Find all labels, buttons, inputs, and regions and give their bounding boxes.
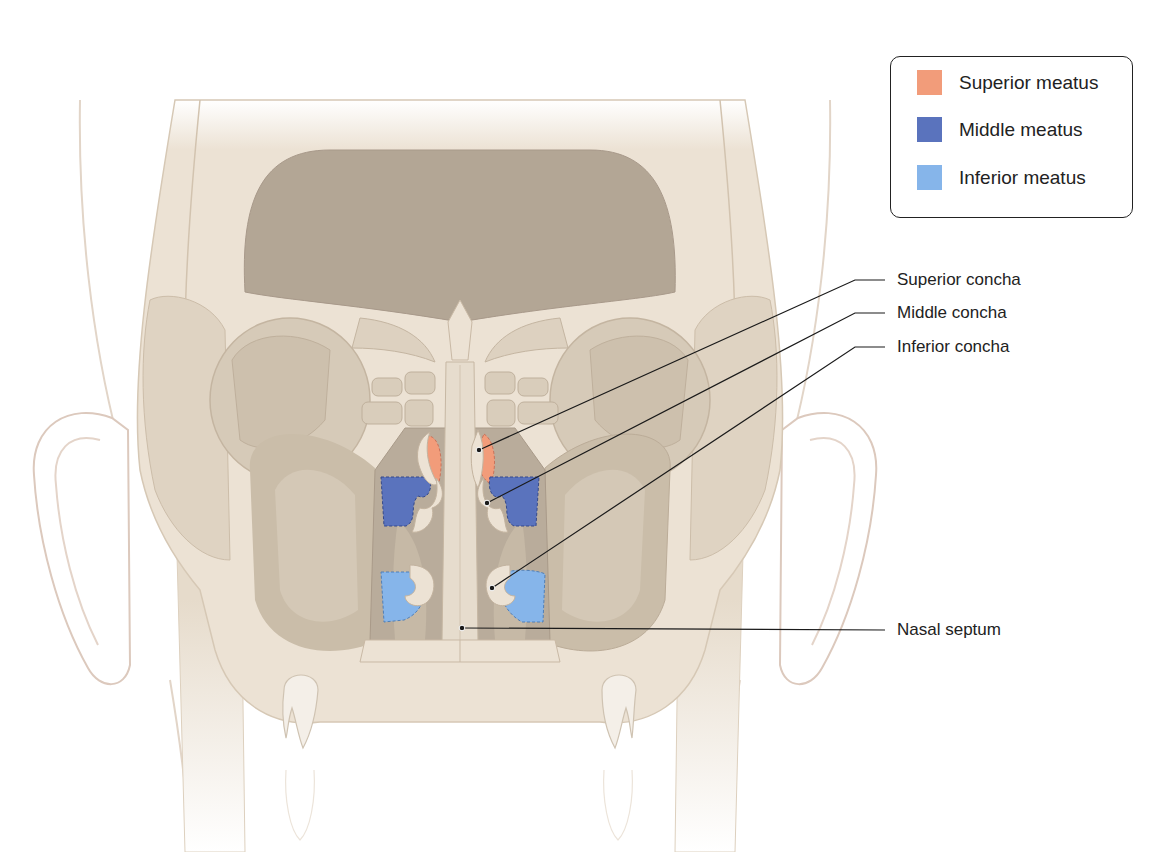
middle-concha-right xyxy=(478,478,508,532)
legend-box: Superior meatusMiddle meatusInferior mea… xyxy=(890,56,1133,218)
part-label: Middle concha xyxy=(897,303,1007,323)
legend-text: Superior meatus xyxy=(959,70,1098,95)
middle-concha-left xyxy=(412,478,442,532)
orbit-content-left xyxy=(232,336,330,448)
lower-teeth-faded xyxy=(286,770,633,840)
legend-text: Middle meatus xyxy=(959,117,1083,142)
ethmoid-cell xyxy=(362,402,402,424)
part-label: Inferior concha xyxy=(897,337,1009,357)
ethmoid-cell xyxy=(485,372,515,394)
sphenoid-wing-right xyxy=(485,318,568,362)
conchae xyxy=(405,430,515,606)
ethmoid-cell xyxy=(405,400,433,426)
part-label: Superior concha xyxy=(897,270,1021,290)
leader-dots xyxy=(459,447,495,631)
ear-left xyxy=(34,413,130,684)
upper-molar-right xyxy=(602,675,636,748)
lower-molar-left xyxy=(286,770,315,840)
inferior-concha-left xyxy=(405,565,434,606)
lower-molar-right xyxy=(604,770,633,840)
ear-fold-right xyxy=(810,438,855,645)
superior-concha-right xyxy=(471,430,483,488)
leader-dot xyxy=(459,625,465,631)
teeth xyxy=(283,675,636,748)
ethmoid-cell xyxy=(518,402,558,424)
part-label: Nasal septum xyxy=(897,620,1001,640)
legend-entry: Middle meatus xyxy=(917,117,1083,143)
orbit-content-right xyxy=(590,336,688,448)
sphenoid-wing-left xyxy=(352,318,435,362)
legend-entry: Superior meatus xyxy=(917,70,1098,96)
leader-line xyxy=(479,280,885,450)
leader-line xyxy=(462,628,885,630)
legend-entry: Inferior meatus xyxy=(917,165,1086,191)
upper-molar-left xyxy=(283,675,318,748)
legend-swatch xyxy=(917,117,942,142)
hard-palate xyxy=(360,640,560,662)
leader-line xyxy=(487,313,885,503)
ethmoid-cell xyxy=(405,372,435,394)
ear-right xyxy=(780,413,876,684)
nasal-septum xyxy=(442,362,478,642)
leader-lines xyxy=(462,280,885,630)
ethmoid-cell xyxy=(487,400,515,426)
legend-swatch xyxy=(917,165,942,190)
leader-line xyxy=(492,347,885,588)
ear-fold-left xyxy=(55,438,100,645)
palate-suture xyxy=(460,640,461,662)
maxillary-sinus-inner-left xyxy=(275,470,358,622)
crista-galli xyxy=(448,300,472,360)
maxillary-sinus-inner-right xyxy=(562,470,645,622)
septum-midline xyxy=(460,365,461,640)
legend-swatch xyxy=(917,70,942,95)
leader-dot xyxy=(476,447,482,453)
ethmoid-cell xyxy=(518,378,548,396)
ethmoid-cell xyxy=(372,378,402,396)
leader-dot xyxy=(484,500,490,506)
head-outline-right xyxy=(792,100,830,440)
head-outline xyxy=(80,100,830,852)
leader-dot xyxy=(489,585,495,591)
maxillary-sinus-left xyxy=(250,434,380,651)
head-outline-left xyxy=(80,100,118,440)
cranial-cavity xyxy=(244,150,675,322)
legend-text: Inferior meatus xyxy=(959,165,1086,190)
superior-concha-left xyxy=(418,432,439,485)
inferior-concha-right xyxy=(486,565,515,606)
